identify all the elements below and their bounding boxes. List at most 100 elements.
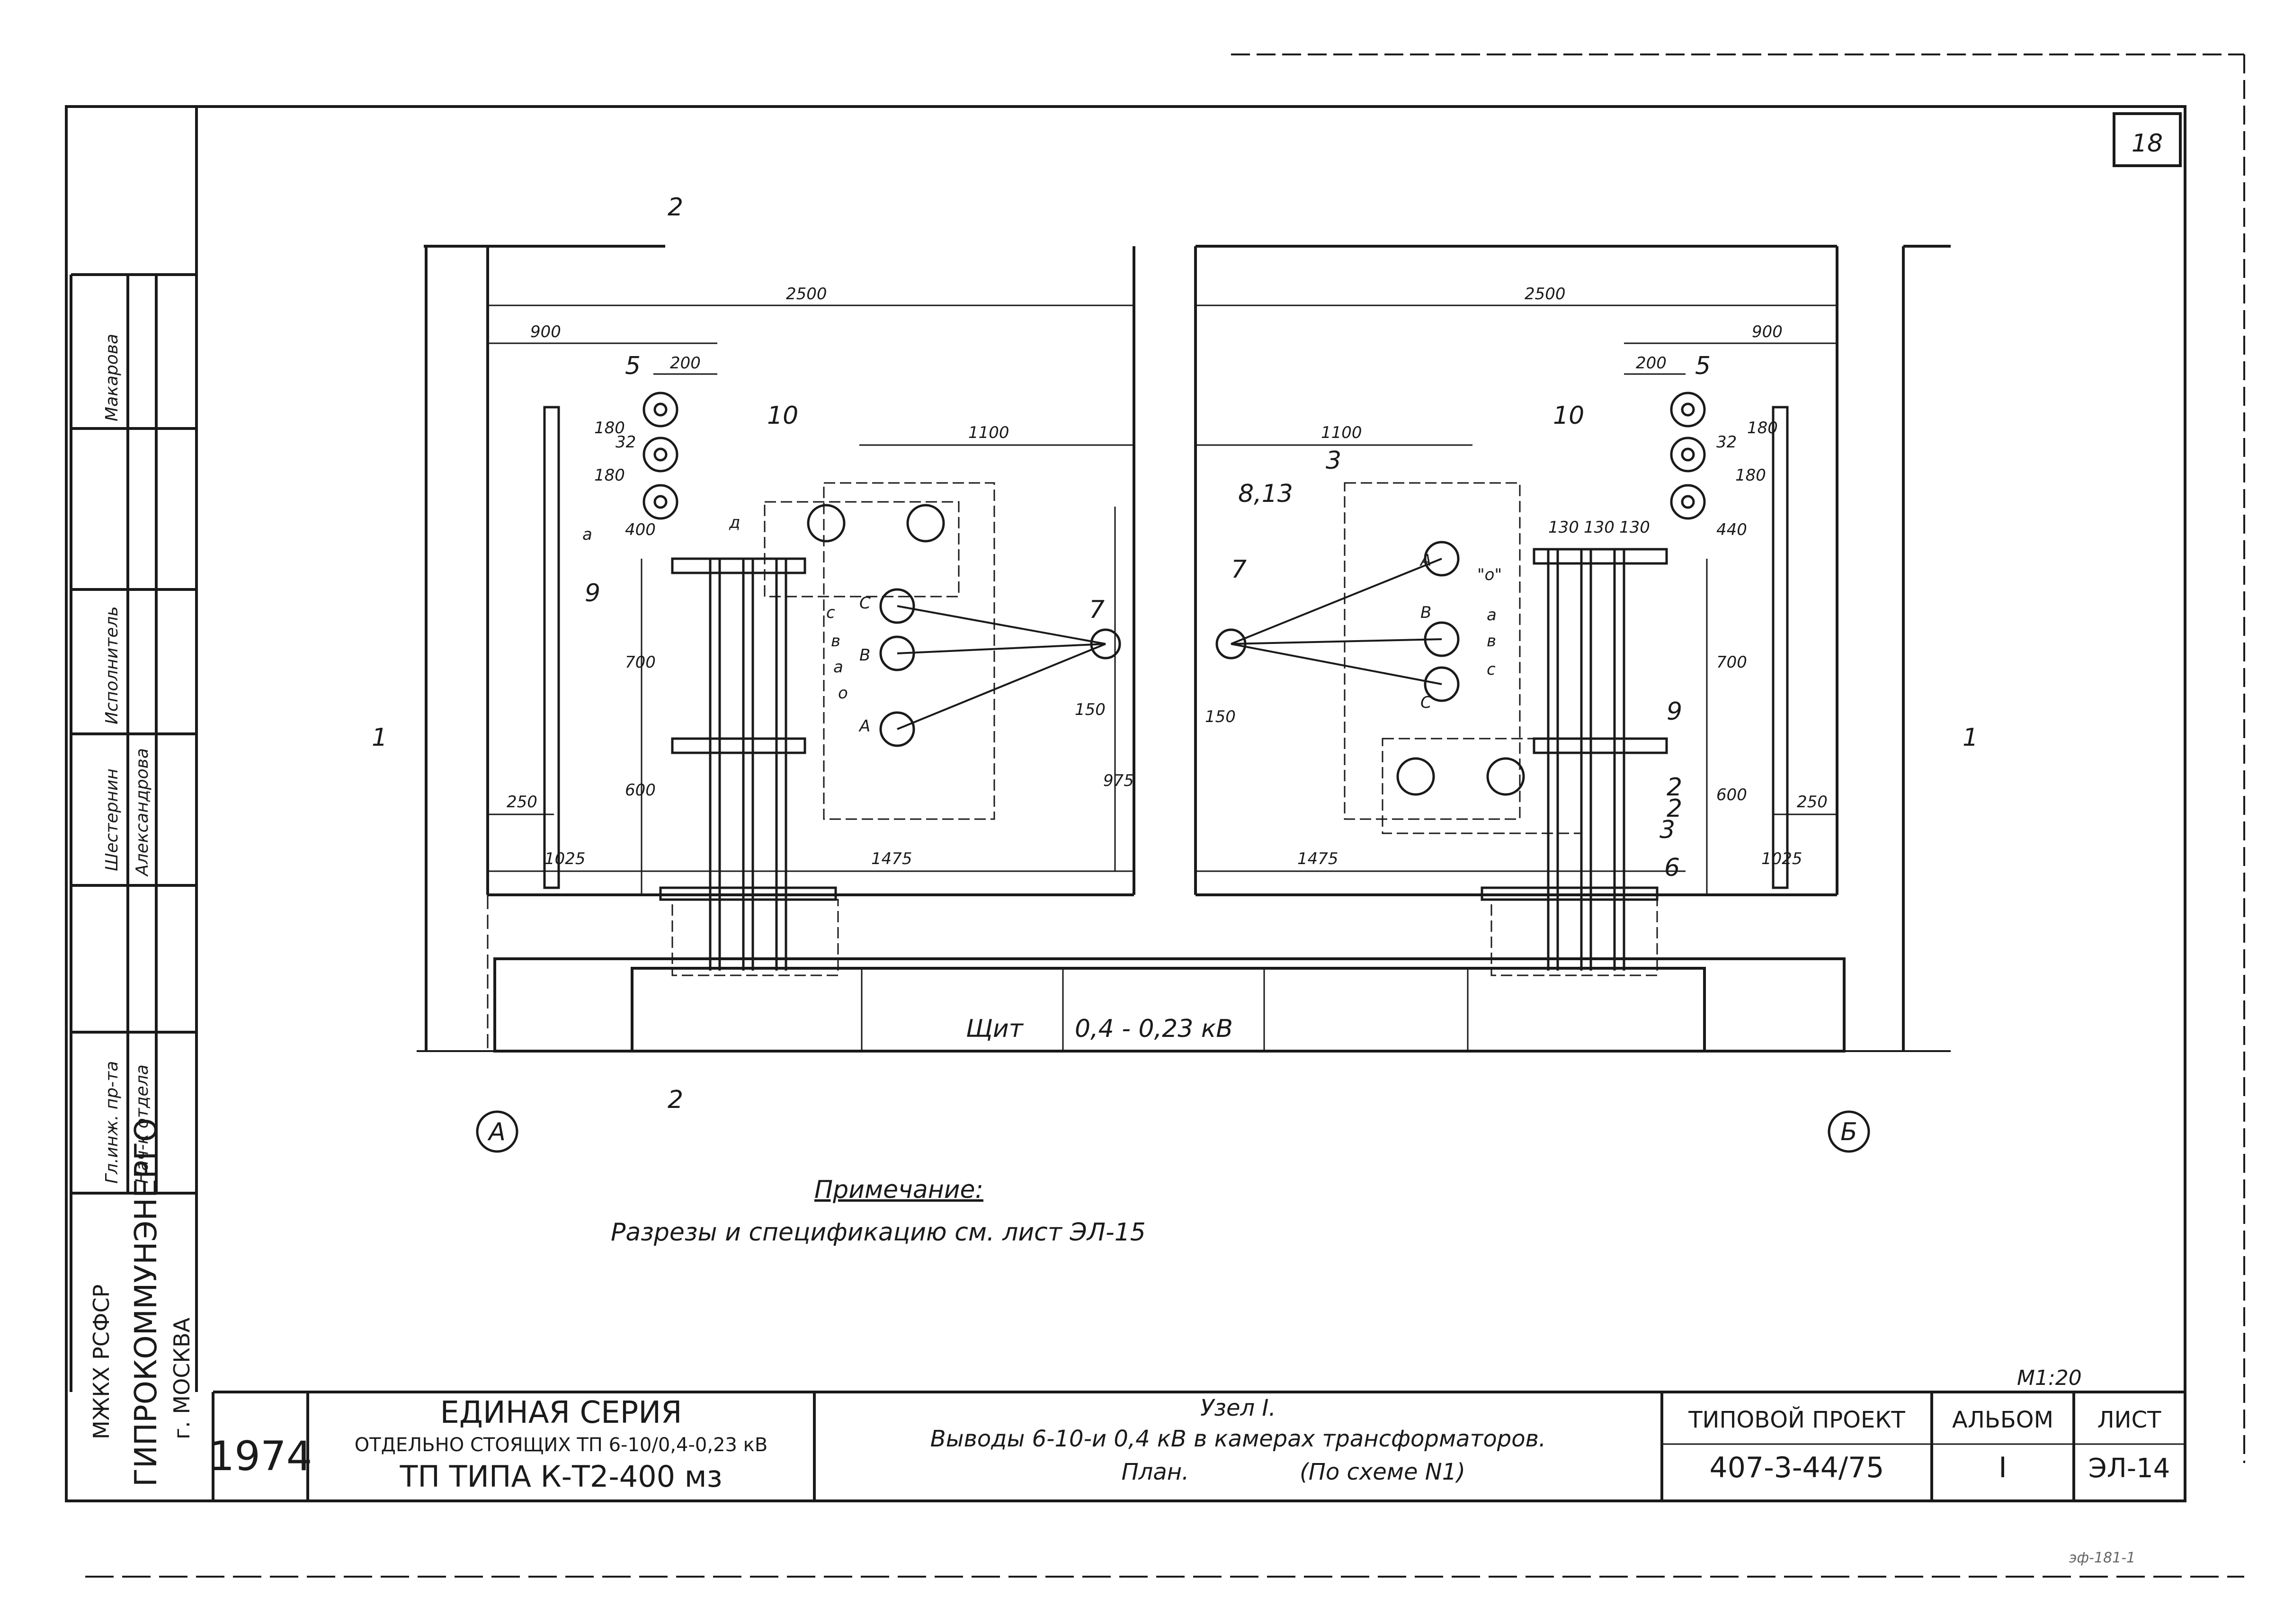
left-view-mark-0: а bbox=[582, 525, 592, 544]
note-title: Примечание: bbox=[814, 1176, 983, 1204]
section-mark-top: 2 bbox=[668, 193, 683, 222]
tb-project-label: ТИПОВОЙ ПРОЕКТ bbox=[1688, 1406, 1905, 1433]
note-text: Разрезы и спецификацию см. лист ЭЛ-15 bbox=[611, 1218, 1146, 1247]
dim-left-2: 200 bbox=[670, 354, 701, 373]
side-role-0: Гл.инж. пр-та bbox=[102, 1061, 122, 1184]
tb-tp-type: ТП ТИПА К-Т2-400 мз bbox=[399, 1459, 722, 1494]
side-city: г. МОСКВА bbox=[169, 1317, 195, 1439]
right-phase-3: "о" bbox=[1477, 565, 1502, 584]
right-label-0: 5 bbox=[1695, 352, 1711, 380]
tb-series-sub: ОТДЕЛЬНО СТОЯЩИХ ТП 6-10/0,4-0,23 кВ bbox=[355, 1434, 768, 1456]
section-mark-right: 1 bbox=[1963, 723, 1978, 752]
dim-right-2: 200 bbox=[1636, 354, 1667, 373]
tb-desc: Выводы 6-10-и 0,4 кВ в камерах трансформ… bbox=[930, 1426, 1546, 1452]
side-role-1: Нач-к отдела bbox=[133, 1064, 152, 1184]
title-block: 1974 ЕДИНАЯ СЕРИЯ ОТДЕЛЬНО СТОЯЩИХ ТП 6-… bbox=[209, 1395, 2170, 1494]
right-label-5: 9 bbox=[1667, 697, 1682, 726]
side-name-1: Александрова bbox=[133, 748, 152, 877]
dim-left-11: 975 bbox=[1103, 771, 1134, 790]
dim-right-16: 1475 bbox=[1297, 849, 1338, 868]
dim-left-4: 180 bbox=[594, 419, 625, 437]
dim-right-15: 1025 bbox=[1761, 849, 1802, 868]
panel-label: Щит bbox=[966, 1015, 1024, 1043]
dim-right-10: 130 bbox=[1619, 518, 1650, 537]
tb-album-no: I bbox=[1999, 1451, 2007, 1484]
scale-label: М1:20 bbox=[2017, 1366, 2082, 1390]
dim-right-14: 250 bbox=[1797, 793, 1828, 812]
right-phase-4: а bbox=[1487, 606, 1497, 625]
right-phase-5: в bbox=[1487, 632, 1496, 651]
dim-left-12: 250 bbox=[507, 793, 537, 812]
left-view-mark-1: д bbox=[729, 513, 741, 532]
axis-b-label: Б bbox=[1840, 1118, 1857, 1146]
tb-scheme: (По схеме N1) bbox=[1300, 1459, 1465, 1485]
sheet-number: 18 bbox=[2132, 129, 2163, 158]
left-label-0: 5 bbox=[625, 352, 641, 380]
right-label-8: 3 bbox=[1660, 816, 1675, 844]
right-label-4: 7 bbox=[1231, 555, 1247, 584]
dim-right-0: 2500 bbox=[1525, 285, 1566, 303]
left-phase-6: о bbox=[838, 684, 848, 703]
left-dimensions: 2500 900 200 1100 180 32 180 400 700 600… bbox=[507, 285, 1134, 868]
right-phase-0: А bbox=[1419, 551, 1431, 570]
side-institute: ГИПРОКОММУНЭНЕРГО bbox=[129, 1118, 164, 1487]
tb-series: ЕДИНАЯ СЕРИЯ bbox=[440, 1395, 682, 1430]
dim-right-7: 440 bbox=[1716, 520, 1747, 539]
side-name-2: Макарова bbox=[102, 334, 122, 421]
dim-left-6: 180 bbox=[594, 466, 625, 485]
left-labels: 5 10 9 7 а д С В А с в а о bbox=[582, 352, 1105, 736]
dim-right-12: 600 bbox=[1716, 785, 1747, 804]
corner-mark: эф-181-1 bbox=[2069, 1550, 2135, 1566]
left-label-2: 9 bbox=[585, 579, 600, 607]
left-phase-2: А bbox=[858, 717, 870, 736]
right-labels: 5 10 3 8,13 7 9 2 2 3 6 А В С "о" а в с bbox=[1231, 352, 1711, 882]
dim-left-5: 32 bbox=[616, 433, 636, 452]
dim-right-9: 130 bbox=[1584, 518, 1615, 537]
tb-project-no: 407-3-44/75 bbox=[1710, 1451, 1884, 1484]
right-label-3: 8,13 bbox=[1238, 480, 1293, 508]
tb-year: 1974 bbox=[209, 1433, 312, 1480]
left-phase-5: а bbox=[833, 658, 843, 677]
dim-left-7: 400 bbox=[625, 520, 656, 539]
dim-right-3: 1100 bbox=[1321, 423, 1362, 442]
right-label-2: 3 bbox=[1326, 446, 1341, 475]
section-mark-left: 1 bbox=[372, 723, 387, 752]
right-label-9: 6 bbox=[1664, 854, 1680, 882]
axis-b-bubble bbox=[1828, 1110, 1870, 1153]
side-role-2: Исполнитель bbox=[102, 606, 122, 724]
dim-left-9: 600 bbox=[625, 781, 656, 800]
dim-right-13: 150 bbox=[1205, 707, 1236, 726]
dim-right-6: 180 bbox=[1735, 466, 1766, 485]
axis-a-label: А bbox=[487, 1118, 506, 1146]
dim-right-5: 180 bbox=[1747, 419, 1778, 437]
axis-a-bubble bbox=[476, 1110, 518, 1153]
left-label-3: 7 bbox=[1089, 596, 1105, 624]
side-name-0: Шестернин bbox=[102, 768, 122, 871]
right-phase-6: с bbox=[1487, 660, 1496, 679]
right-label-1: 10 bbox=[1553, 402, 1584, 430]
dim-left-13: 1025 bbox=[544, 849, 586, 868]
tb-album-label: АЛЬБОМ bbox=[1952, 1407, 2053, 1433]
dim-left-0: 2500 bbox=[786, 285, 827, 303]
left-phase-1: В bbox=[859, 646, 870, 665]
dim-left-10: 150 bbox=[1075, 700, 1106, 719]
dim-left-3: 1100 bbox=[968, 423, 1009, 442]
dim-right-11: 700 bbox=[1716, 653, 1747, 672]
dim-right-1: 900 bbox=[1752, 322, 1783, 341]
right-label-6: 2 bbox=[1667, 773, 1682, 802]
side-stamp: МЖКХ РСФСР ГИПРОКОММУНЭНЕРГО г. МОСКВА Г… bbox=[89, 334, 195, 1487]
tb-sheet-no: ЭЛ-14 bbox=[2088, 1453, 2170, 1484]
tb-plan: План. bbox=[1122, 1459, 1189, 1485]
dim-left-1: 900 bbox=[530, 322, 561, 341]
left-phase-4: в bbox=[831, 632, 840, 651]
dim-left-14: 1475 bbox=[871, 849, 912, 868]
tb-node: Узел I. bbox=[1200, 1395, 1276, 1421]
dim-left-8: 700 bbox=[625, 653, 656, 672]
panel-voltage: 0,4 - 0,23 кВ bbox=[1075, 1015, 1233, 1043]
right-phase-1: В bbox=[1420, 603, 1431, 622]
dim-right-8: 130 bbox=[1548, 518, 1579, 537]
right-phase-2: С bbox=[1420, 693, 1432, 712]
tb-sheet-label: ЛИСТ bbox=[2097, 1407, 2162, 1433]
